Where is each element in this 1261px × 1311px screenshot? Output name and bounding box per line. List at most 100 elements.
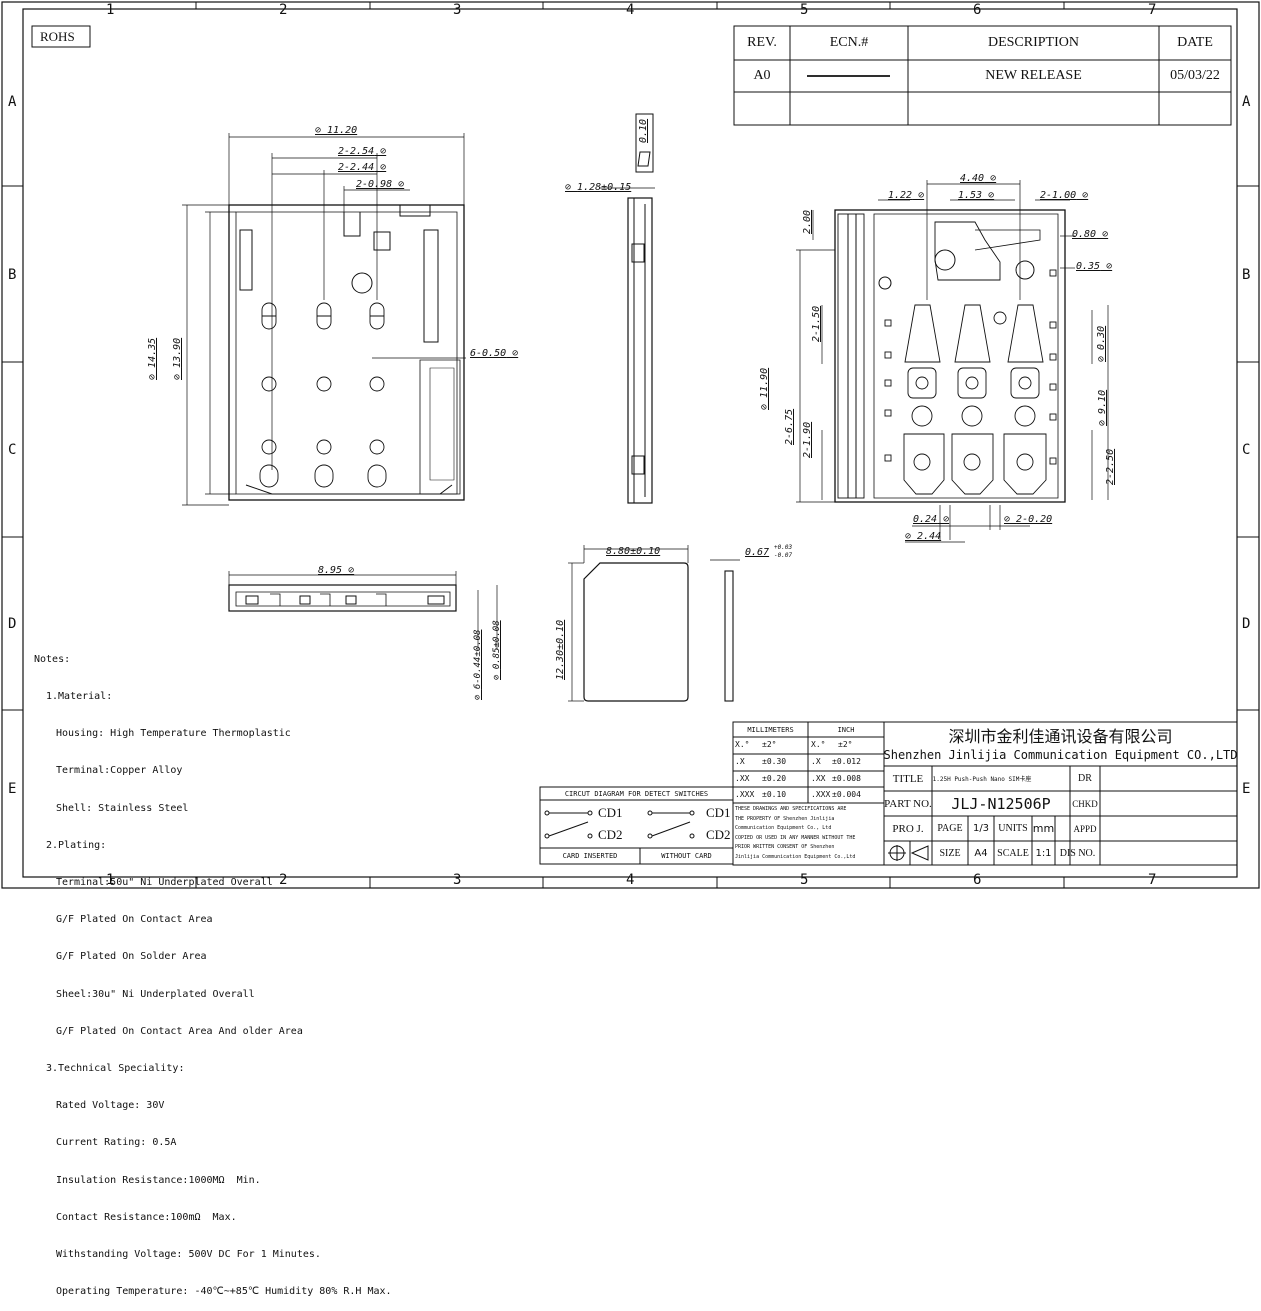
dim-b-030: ⊘ 0.30 — [1096, 325, 1107, 362]
dim-pitch-254-value: 2-2.54 — [338, 146, 375, 157]
scale-value: 1:1 — [1035, 847, 1052, 859]
tol-in-fmt-2: .XX — [811, 774, 826, 783]
front-view — [228, 571, 498, 650]
company-name-en: Shenzhen Jinlijia Communication Equipmen… — [883, 748, 1238, 762]
rohs-box — [31, 25, 91, 48]
tol-mm-val-2: ±0.20 — [762, 774, 787, 783]
tol-mm-val-1: ±0.30 — [762, 757, 787, 766]
col-label-5-bottom: 5 — [800, 872, 809, 888]
dim-b-910: ⊘ 9.10 — [1097, 389, 1108, 426]
dim-b-024: 0.24 ⊘ — [913, 514, 950, 525]
dim-card-height-value: 12.30±0.10 — [555, 619, 566, 680]
dim-card-width-value: 8.80±0.10 — [606, 546, 661, 557]
dim-pad-098: 2-0.98 ⊘ — [356, 179, 405, 190]
dr-label: DR — [1078, 773, 1092, 784]
switch-open-symbol — [647, 810, 695, 839]
dim-b-2250-value: 2-2.50 — [1105, 448, 1116, 485]
dim-b-080-value: 0.80 — [1072, 229, 1097, 240]
dim-b-153: 1.53 ⊘ — [958, 190, 995, 201]
note-line: Terminal:50u" Ni Underplated Overall — [56, 877, 273, 889]
date-value: 05/03/22 — [1170, 68, 1220, 83]
cd1-without: CD1 — [706, 805, 731, 820]
dim-b-244: ⊘ 2.44 — [905, 531, 942, 542]
dim-front-h1-value: 6-0.44±0.08 — [473, 629, 483, 690]
side-view — [600, 113, 655, 504]
col-label-1-bottom: 1 — [106, 872, 115, 888]
rev-header: REV. — [747, 35, 777, 50]
property-note-line: THESE DRAWINGS AND SPECIFICATIONS ARE — [735, 806, 847, 812]
col-label-6-bottom: 6 — [973, 872, 982, 888]
note-line: Sheel:30u" Ni Underplated Overall — [56, 988, 255, 1000]
note-line: G/F Plated On Solder Area — [56, 951, 207, 963]
col-label-6: 6 — [973, 2, 982, 18]
tol-in-val-0: ±2° — [838, 740, 853, 749]
project-label: PRO J. — [892, 822, 924, 835]
top-view-contacts — [259, 302, 387, 488]
tol-in-fmt-3: .XXX — [811, 790, 831, 799]
note-line: Insulation Resistance:1000MΩ Min. — [56, 1174, 261, 1186]
note-line: 2.Plating: — [46, 839, 107, 851]
dim-b-2100: 2-1.00 ⊘ — [1040, 190, 1089, 201]
dim-pad-050-value: 6-0.50 — [470, 348, 507, 359]
dim-card-thickness-tol-dn: -0.07 — [774, 552, 793, 559]
note-line: Rated Voltage: 30V — [56, 1100, 165, 1112]
units-value: mm — [1032, 822, 1055, 835]
note-line: Housing: High Temperature Thermoplastic — [56, 728, 291, 740]
tol-mm-val-0: ±2° — [762, 740, 777, 749]
note-line: G/F Plated On Contact Area And older Are… — [56, 1025, 303, 1037]
col-label-7-bottom: 7 — [1148, 872, 1157, 888]
property-note-line: Communication Equipment Co., Ltd — [735, 825, 832, 831]
dim-front-h2: ⊘ 0.85±0.08 — [492, 620, 502, 680]
part-no-value: JLJ-N12506P — [951, 794, 1051, 813]
rohs-label: ROHS — [40, 29, 75, 44]
dim-b-2100-value: 2-1.00 — [1040, 190, 1077, 201]
dim-b-2020: ⊘ 2-0.20 — [1004, 514, 1053, 525]
dim-side-thickness-value: 1.28±0.15 — [577, 182, 632, 193]
dim-b-440-value: 4.40 — [960, 173, 985, 184]
property-note-line: COPIED OR USED IN ANY MANNER WITHOUT THE — [735, 834, 856, 841]
page-label: PAGE — [937, 823, 963, 834]
col-label-5: 5 — [800, 2, 809, 18]
col-label-2-bottom: 2 — [279, 872, 288, 888]
dim-height-body: ⊘ 13.90 — [172, 337, 183, 380]
property-note-line: THE PROPERTY OF Shenzhen Jinlijia — [735, 815, 835, 822]
dim-side-tab-value: 0.10 — [638, 118, 649, 143]
notes-block: Notes: 1.Material: Housing: High Tempera… — [34, 629, 392, 1311]
title-value: 1.25H Push-Push Nano SIM卡座 — [932, 776, 1032, 783]
tol-mm-fmt-0: X.° — [735, 740, 750, 749]
tol-in-fmt-0: X.° — [811, 740, 826, 749]
note-line: Current Rating: 0.5A — [56, 1137, 177, 1149]
mm-header: MILLIMETERS — [747, 725, 794, 734]
dim-card-width: 8.80±0.10 — [606, 547, 660, 557]
dim-b-2020-value: 2-0.20 — [1016, 514, 1053, 525]
top-view — [182, 133, 466, 506]
description-value: NEW RELEASE — [985, 68, 1082, 83]
dim-b-200: 2.00 — [802, 210, 813, 234]
dim-height-body-value: 13.90 — [172, 337, 183, 368]
dim-b-030-value: 0.30 — [1096, 325, 1107, 350]
card-inserted-label: CARD INSERTED — [562, 852, 618, 860]
col-label-2: 2 — [279, 2, 288, 18]
dim-pad-098-value: 2-0.98 — [356, 179, 393, 190]
note-line: 1.Material: — [46, 691, 113, 703]
dim-b-080: 0.80 ⊘ — [1072, 229, 1109, 240]
dim-b-035: 0.35 ⊘ — [1076, 261, 1113, 272]
col-label-3-bottom: 3 — [453, 872, 462, 888]
row-label-c-right: C — [1242, 442, 1251, 458]
dim-b-153-value: 1.53 — [958, 190, 983, 201]
size-label: SIZE — [939, 847, 961, 859]
circuit-title: CIRCUT DIAGRAM FOR DETECT SWITCHES — [564, 789, 709, 798]
dim-height-total: ⊘ 14.35 — [147, 337, 158, 380]
part-no-label: PART NO. — [884, 797, 932, 810]
frame — [1, 1, 1260, 889]
first-angle-projection-symbol — [888, 845, 929, 861]
dim-front-width-value: 8.95 — [318, 565, 343, 576]
dim-b-2150-value: 2-1.50 — [811, 305, 822, 342]
tol-in-val-3: ±0.004 — [832, 790, 861, 799]
property-note: THESE DRAWINGS AND SPECIFICATIONS ARE TH… — [735, 805, 855, 862]
note-line: Operating Temperature: -40℃~+85℃ Humidit… — [56, 1286, 392, 1298]
appd-label: APPD — [1073, 823, 1097, 834]
tol-mm-fmt-2: .XX — [735, 774, 750, 783]
dim-b-2675: 2-6.75 — [784, 409, 795, 445]
dim-front-h2-value: 0.85±0.08 — [492, 620, 502, 670]
